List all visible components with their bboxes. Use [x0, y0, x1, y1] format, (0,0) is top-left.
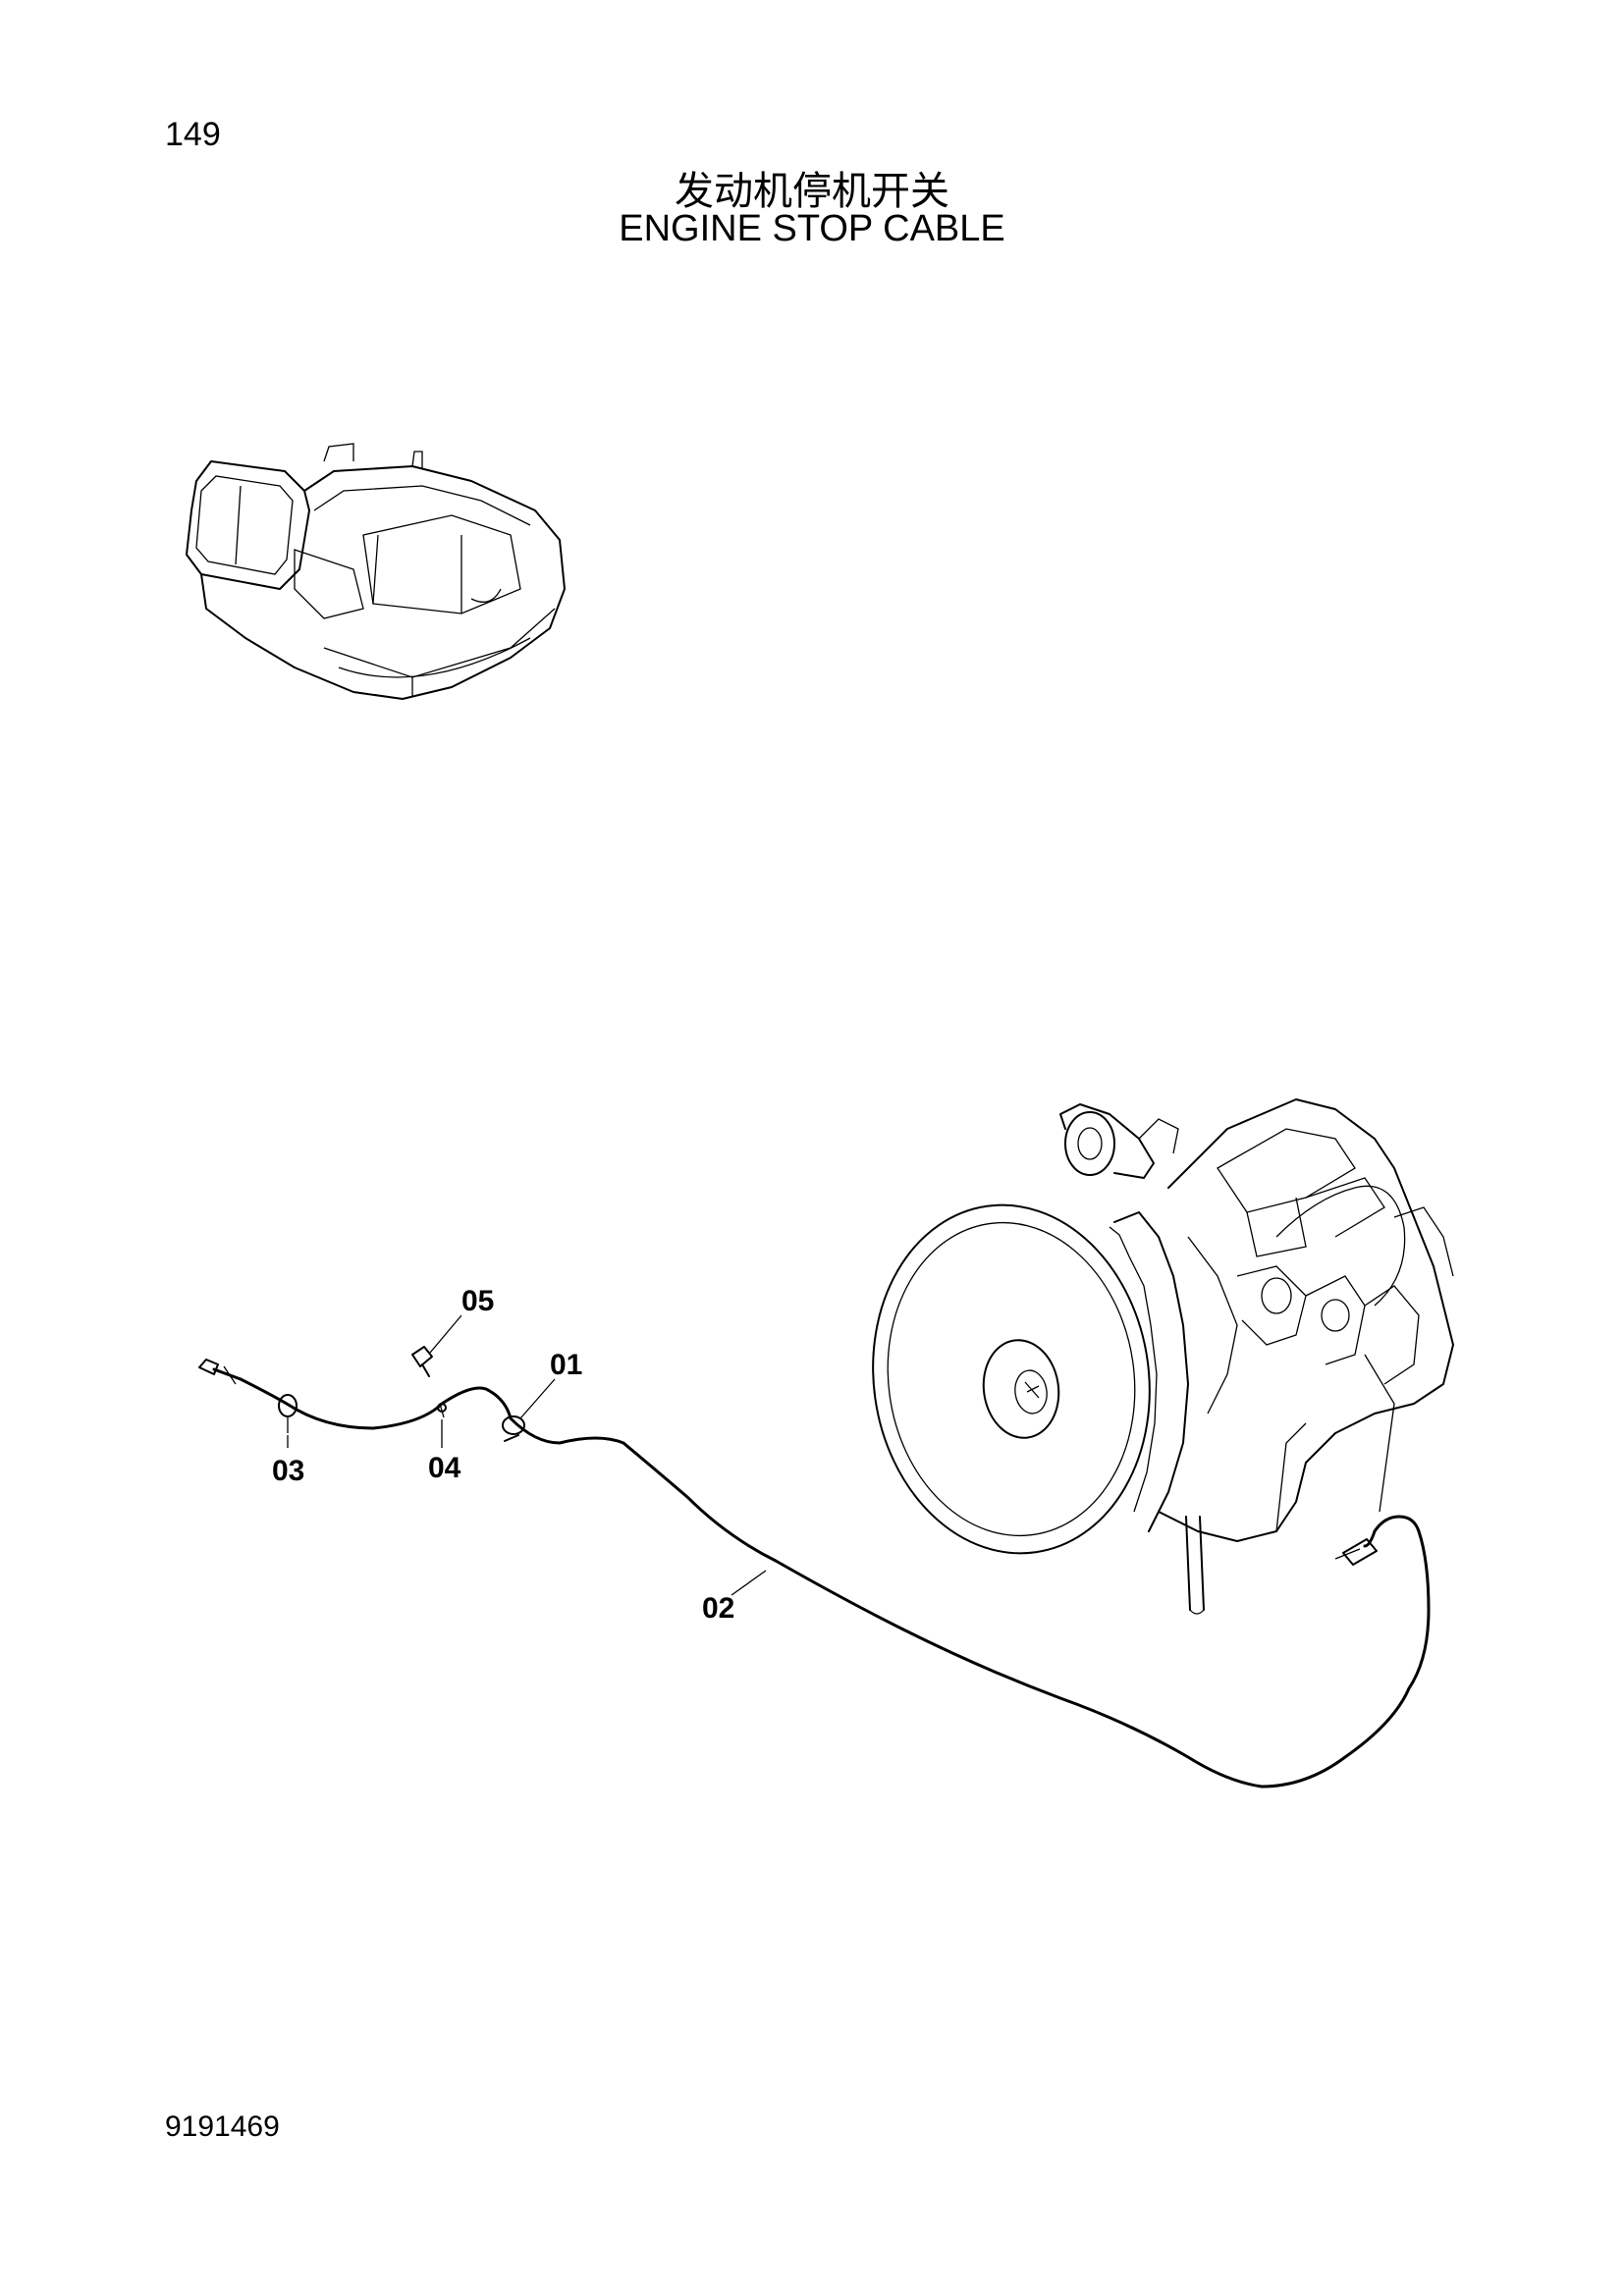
callout-02: 02	[702, 1592, 734, 1625]
engine-illustration	[872, 1098, 1454, 1615]
page-number: 149	[165, 116, 221, 153]
callout-leaders	[287, 1314, 767, 1596]
callout-04: 04	[428, 1452, 461, 1484]
stop-cable-assembly	[198, 1346, 1431, 1789]
page-title-chinese: 发动机停机开关	[675, 169, 949, 214]
callout-05: 05	[461, 1285, 494, 1317]
document-number: 9191469	[165, 2110, 280, 2143]
callout-01: 01	[550, 1349, 582, 1381]
page-title-english: ENGINE STOP CABLE	[619, 208, 1005, 249]
callout-03: 03	[272, 1455, 304, 1487]
excavator-location-illustration	[186, 443, 566, 700]
